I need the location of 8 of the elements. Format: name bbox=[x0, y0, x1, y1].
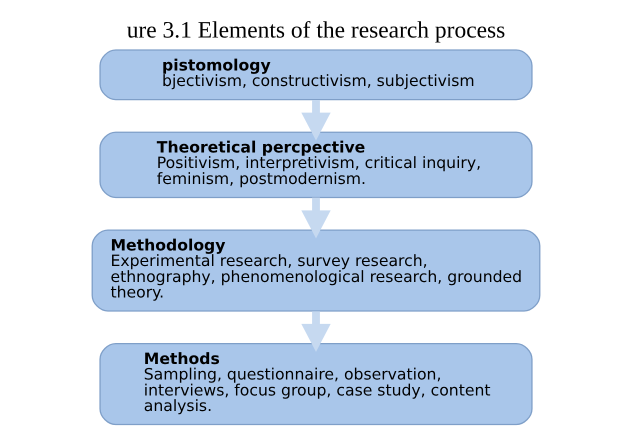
arrow bbox=[301, 100, 331, 141]
node-box: pistomology bjectivism, constructivism, subjectivism bbox=[99, 49, 533, 100]
node-box: Methods Sampling, questionnaire, observation, interviews, focus group, case study, content analysis. bbox=[99, 342, 533, 426]
arrow bbox=[301, 311, 331, 352]
node-box: Methodology Experimental research, survey research, ethnography, phenomenological research, grounded theory. bbox=[92, 229, 540, 312]
diagram-title: ure 3.1 Elements of the research process bbox=[126, 17, 506, 44]
arrow bbox=[301, 198, 331, 238]
node-box: Theoretical percpective Positivism, interpretivism, critical inquiry, feminism, postmodernism. bbox=[99, 132, 533, 198]
